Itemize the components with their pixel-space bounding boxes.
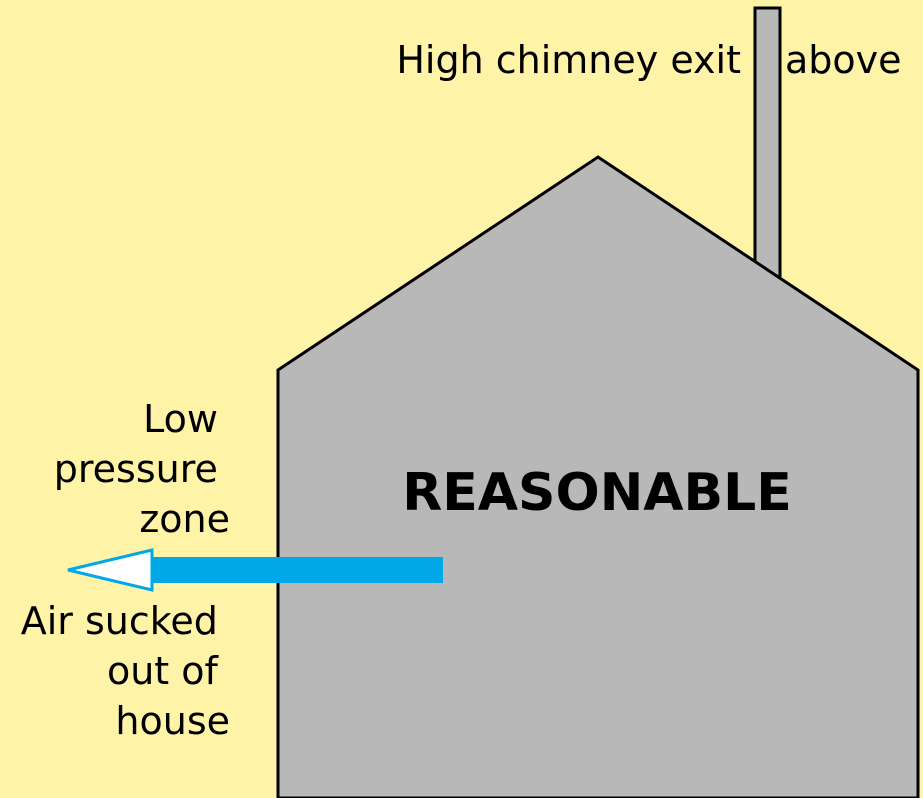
low-pressure-label: Low pressure zone — [54, 397, 230, 541]
low-pressure-line: zone — [139, 497, 230, 541]
air-sucked-line: house — [115, 699, 230, 743]
arrow-head — [67, 548, 154, 592]
left-arrow-icon — [67, 548, 443, 592]
low-pressure-line: pressure — [54, 447, 218, 491]
chimney-label-right: above — [785, 38, 902, 82]
air-sucked-label: Air sucked out of house — [21, 599, 230, 743]
verdict-label: REASONABLE — [402, 463, 792, 523]
chimney-label-left: High chimney exit — [396, 38, 741, 82]
house — [276, 155, 920, 798]
arrow-shaft — [150, 557, 443, 583]
air-sucked-line: out of — [107, 649, 220, 693]
air-sucked-line: Air sucked — [21, 599, 218, 643]
low-pressure-line: Low — [143, 397, 218, 441]
chimney — [753, 6, 782, 290]
